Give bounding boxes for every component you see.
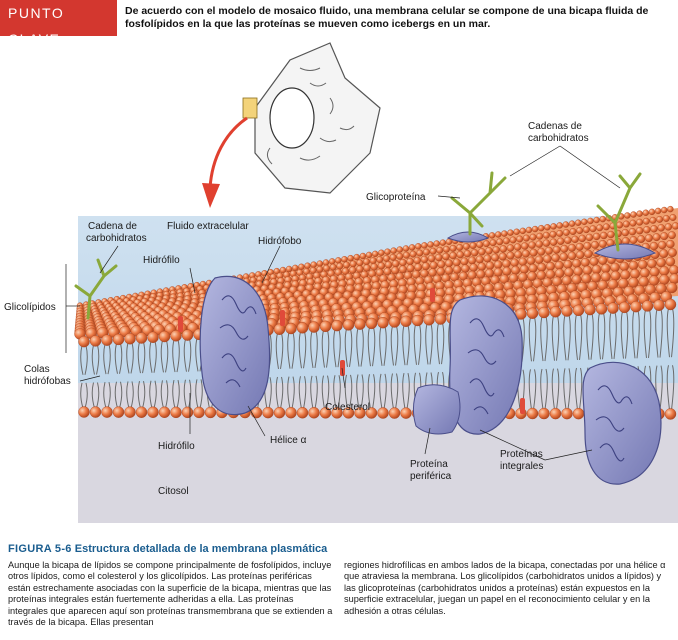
- integral-protein-right: [582, 361, 662, 485]
- label-proteina-periferica: Proteína: [410, 459, 448, 470]
- figure-caption-title: FIGURA 5-6 Estructura detallada de la me…: [8, 543, 327, 555]
- label-colesterol: Colesterol: [325, 402, 370, 413]
- peripheral-protein: [412, 384, 461, 435]
- label-citosol: Citosol: [158, 486, 189, 497]
- caption-column-1: Aunque la bicapa de lípidos se compone p…: [8, 560, 333, 628]
- key-point-text: De acuerdo con el modelo de mosaico flui…: [125, 5, 649, 30]
- zoom-arrow: [208, 116, 248, 189]
- leader-lines: [65, 145, 621, 461]
- label-colas: Colas: [24, 364, 50, 375]
- label-hidrofilo-top: Hidrófilo: [143, 255, 180, 266]
- figure-title: Estructura detallada de la membrana plas…: [74, 543, 328, 555]
- cholesterol-molecules: [178, 288, 525, 414]
- glycoprotein-top: [446, 231, 490, 243]
- membrane-top-heads: [74, 205, 678, 340]
- label-proteina-periferica-2: periférica: [410, 471, 452, 482]
- label-cadenas-carbohidratos-2: carbohidratos: [528, 133, 589, 144]
- label-proteinas-integrales-2: integrales: [500, 461, 543, 472]
- label-fluido-extracelular: Fluido extracelular: [167, 221, 249, 232]
- zoom-arrow-head: [202, 183, 220, 208]
- carbohydrate-chains: [74, 171, 642, 320]
- caption-column-2: regiones hidrofílicas en ambos lados de …: [344, 560, 666, 616]
- label-helice: Hélice α: [270, 435, 307, 446]
- label-colas-2: hidrófobas: [24, 376, 71, 387]
- figure-number: FIGURA 5-6: [8, 543, 72, 555]
- label-glicolipidos: Glicolípidos: [4, 302, 56, 313]
- label-proteinas-integrales: Proteínas: [500, 449, 543, 460]
- cell-thumbnail: [242, 42, 381, 194]
- key-point-tag: PUNTO CLAVE: [0, 0, 117, 47]
- label-hidrofobo: Hidrófobo: [258, 236, 302, 247]
- label-hidrofilo-bottom: Hidrófilo: [158, 441, 195, 452]
- integral-protein-left: [199, 275, 271, 416]
- label-cadena-carbohidratos-2: carbohidratos: [86, 233, 147, 244]
- label-cadenas-carbohidratos: Cadenas de: [528, 121, 582, 132]
- key-point-banner: PUNTO CLAVE De acuerdo con el modelo de …: [0, 0, 678, 47]
- label-glicoproteina: Glicoproteína: [366, 192, 426, 203]
- integral-protein-middle: [449, 295, 523, 435]
- membrane-diagram: Cadenas de carbohidratos Glicoproteína C…: [4, 42, 678, 523]
- surface-protein-right: [593, 243, 657, 260]
- label-cadena-carbohidratos: Cadena de: [88, 221, 137, 232]
